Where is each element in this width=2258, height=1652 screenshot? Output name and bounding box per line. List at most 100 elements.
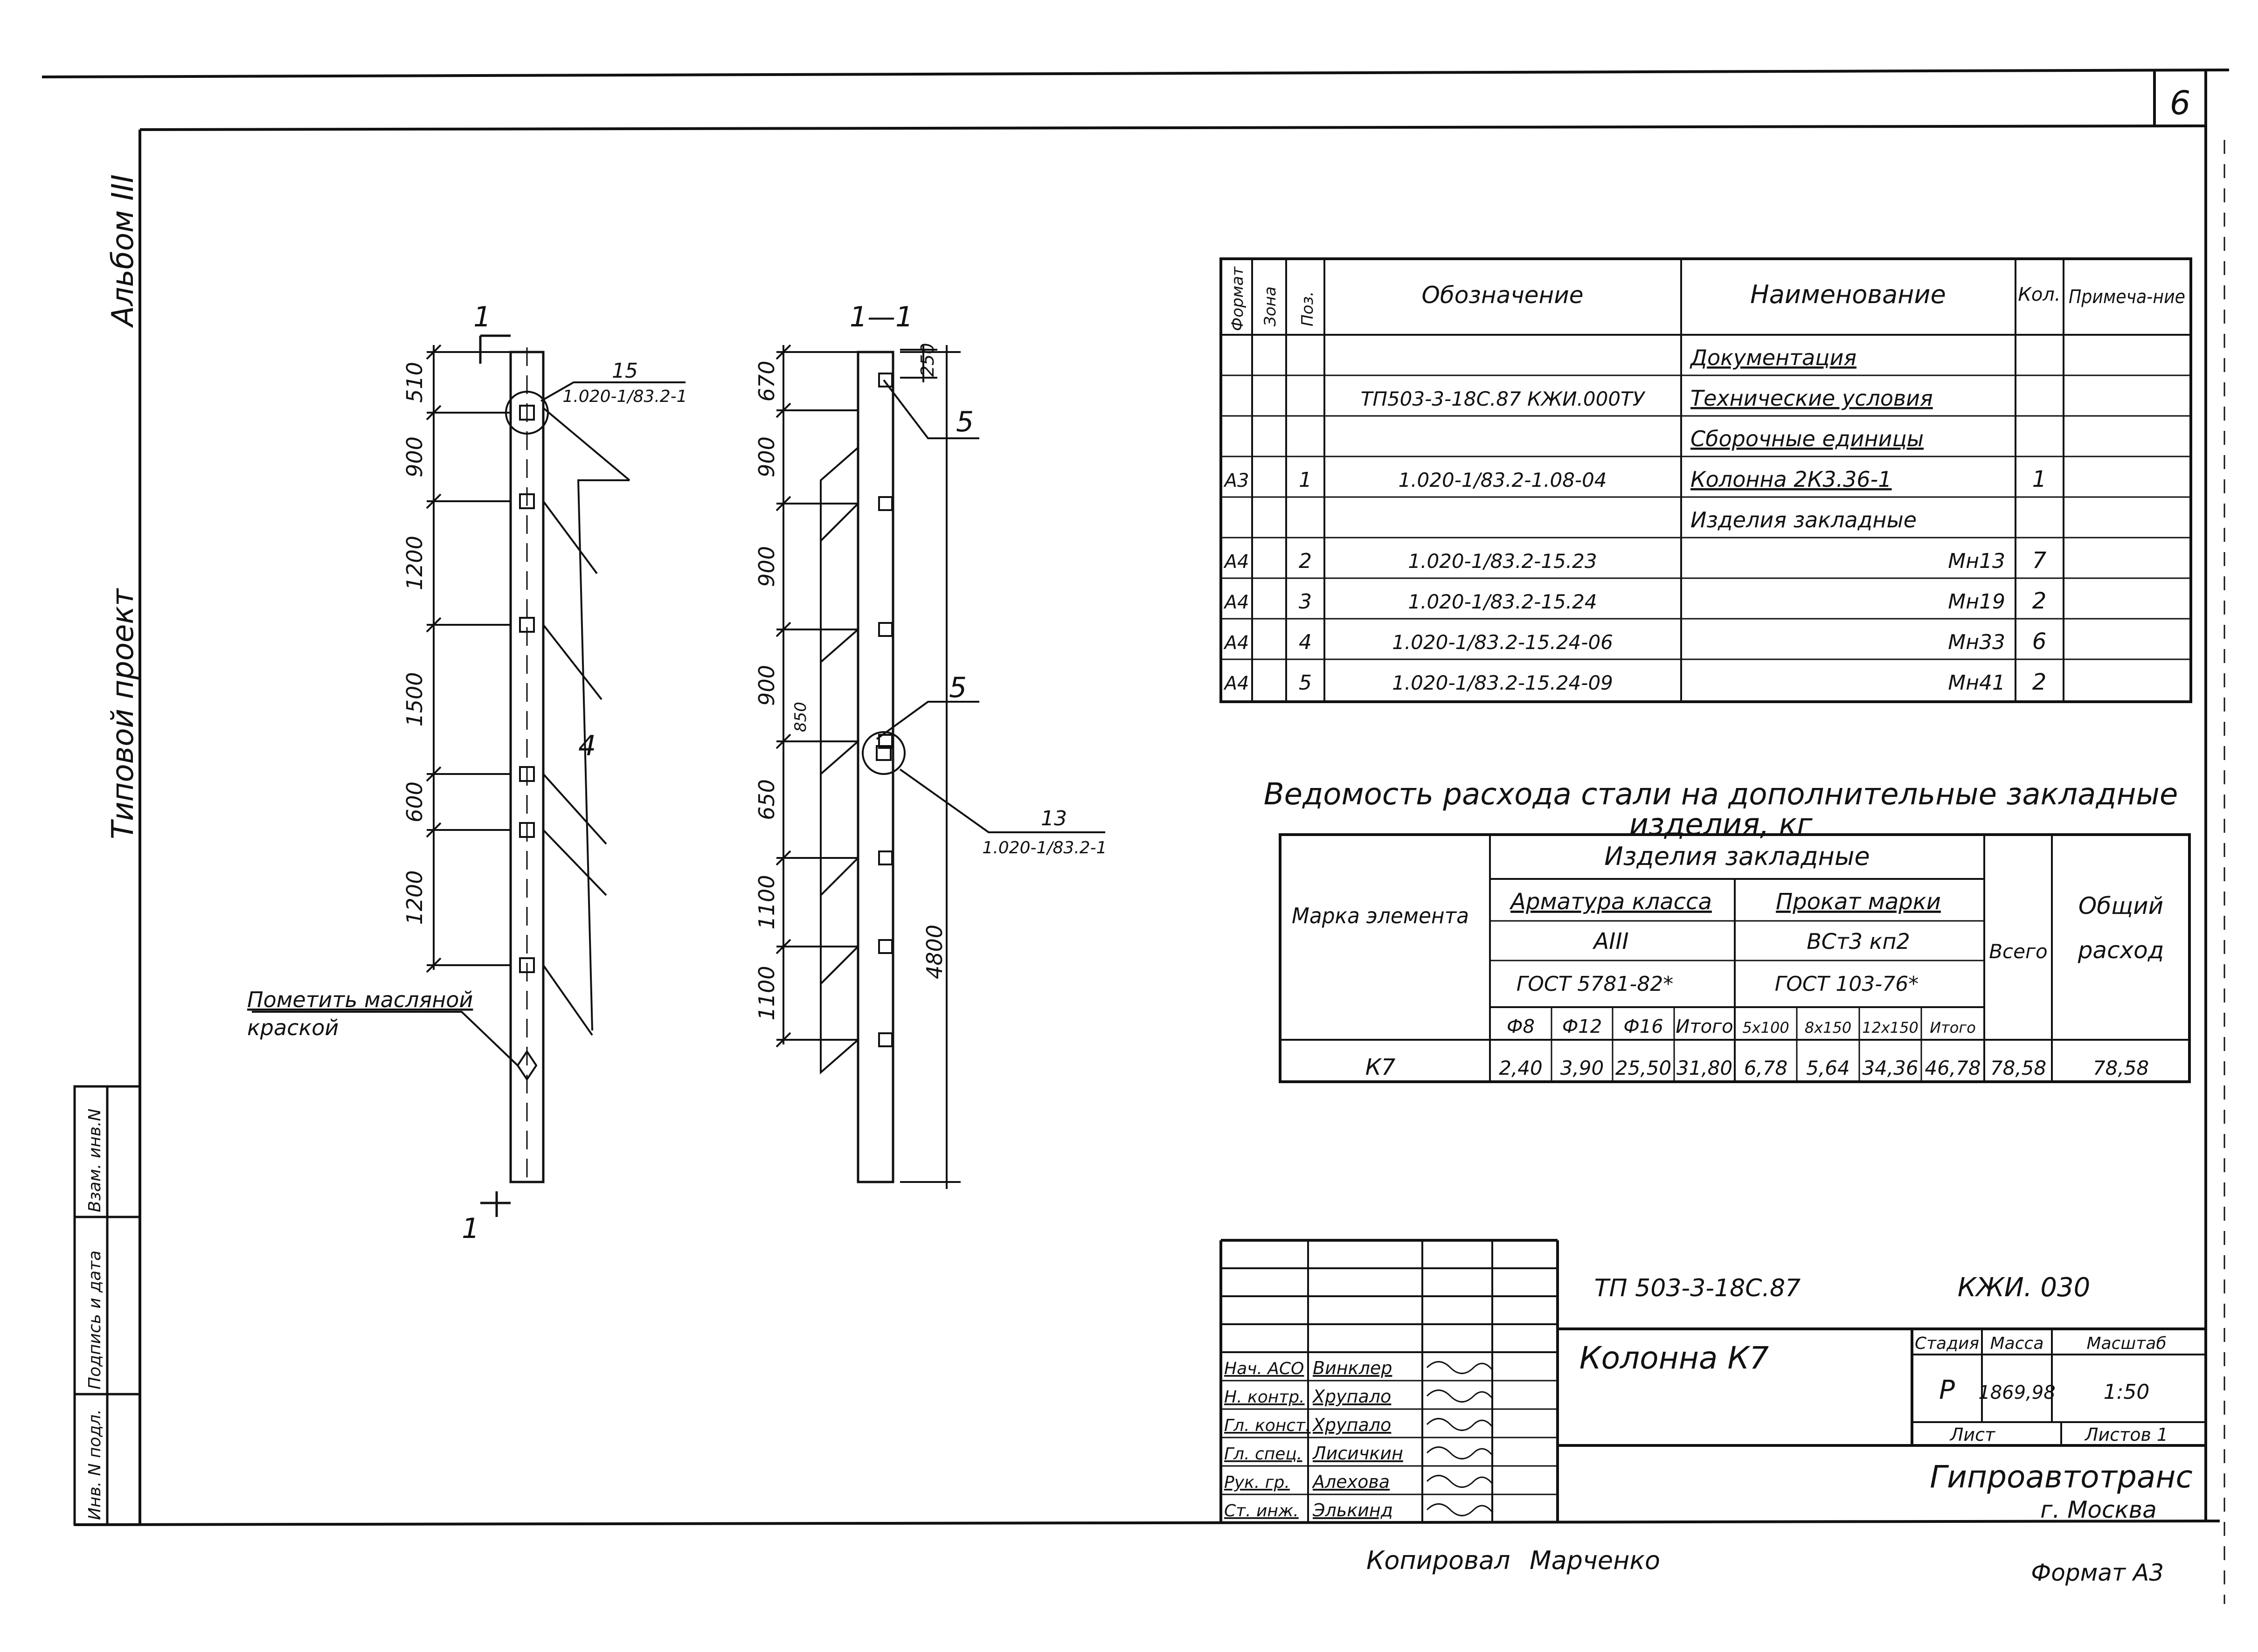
spec-header-note: Примеча-ние [2069,286,2185,308]
spec-cell-format: А4 [1223,592,1249,613]
steel-col-mark: Марка элемента [1292,903,1469,928]
section-callout-bottom: 1.020-1/83.2-1 [982,838,1107,857]
signature-scribble [1426,1475,1493,1488]
staff-name: Алехова [1311,1472,1390,1492]
section-top-dim: 250 [917,343,938,377]
spec-cell-name: Документация [1690,345,1856,370]
spec-cell-name: Мн19 [1948,590,2005,614]
front-dim-5: 600 [402,781,427,823]
stage-label: Стадия [1915,1334,1979,1353]
section-small-dim: 850 [791,702,810,732]
spec-cell-pos: 5 [1299,671,1312,695]
steel-row-total: 78,58 [1990,1057,2046,1079]
spec-cell-qty: 2 [2032,669,2047,695]
side-stamp-signature: Подпись и дата [85,1251,104,1389]
section-dim-4: 900 [754,665,779,706]
spec-cell-name: Мн33 [1948,630,2005,654]
steel-sub-header-1: Ф8 [1507,1016,1535,1037]
sheet-frame [42,69,2230,1526]
steel-col-armature-class: АIII [1592,928,1628,954]
steel-sub-header-5: 5х100 [1742,1019,1789,1037]
spec-header-qty: Кол. [2018,284,2060,305]
spec-cell-qty: 7 [2032,547,2047,574]
staff-name: Винклер [1313,1358,1392,1378]
steel-col-armature: Арматура класса [1509,889,1712,915]
steel-col-overall-2: расход [2078,937,2164,964]
scale-label: Масштаб [2086,1334,2166,1353]
steel-consumption-table: Ведомость расхода стали на дополнительны… [1264,777,2191,1083]
section-code: КЖИ. 030 [1958,1272,2090,1303]
steel-col-rolled: Прокат марки [1776,889,1941,915]
steel-row-value-5: 6,78 [1744,1057,1788,1079]
spec-row: Документация [1690,345,1856,370]
spec-cell-designation: 1.020-1/83.2-1.08-04 [1398,469,1607,491]
footer-format: Формат А3 [2031,1559,2164,1586]
spec-header-format: Формат [1228,266,1247,331]
embedded-plates-section [878,373,893,1047]
spec-header-pos: Поз. [1298,291,1317,326]
spec-cell-designation: 1.020-1/83.2-15.24-06 [1392,631,1613,654]
staff-name: Лисичкин [1312,1443,1403,1464]
staff-row: Рук. гр. Алехова [1224,1472,1493,1492]
section-pos-mid: 5 [949,671,967,704]
embedded-plate-2 [519,493,535,509]
section-dim-1: 670 [754,361,779,402]
section-dim-2: 900 [754,436,779,477]
staff-role: Рук. гр. [1224,1473,1290,1492]
front-dim-3: 1200 [402,536,427,590]
front-dim-6: 1200 [402,870,427,925]
section-plate-3 [878,622,893,637]
spec-cell-designation: 1.020-1/83.2-15.24 [1408,590,1597,613]
staff-role: Гл. спец. [1224,1445,1302,1464]
side-stamp: Инв. N подл. Подпись и дата Взам. инв.N [73,1085,141,1526]
section-dim-3: 900 [754,546,779,587]
spec-cell-format: А4 [1223,632,1249,654]
sheets-label: Листов 1 [2084,1424,2168,1445]
steel-sub-header-8: Итого [1930,1019,1976,1037]
steel-row-value-3: 25,50 [1615,1057,1671,1079]
embedded-plate-5 [519,822,535,838]
section-callout-top: 13 [1041,807,1067,830]
spec-cell-designation: 1.020-1/83.2-15.23 [1408,550,1597,573]
spec-cell-format: А4 [1223,551,1249,573]
project-type-label: Типовой проект [106,588,140,839]
steel-title-line2: изделия, кг [1629,808,1813,842]
front-callout-top: 15 [612,359,638,383]
section-title: 1—1 [850,301,913,333]
side-stamp-inv: Инв. N подл. [85,1409,104,1520]
spec-cell-pos: 4 [1299,630,1312,654]
embedded-plate-4 [519,766,535,782]
steel-row-value-1: 2,40 [1499,1057,1543,1079]
cut-mark-bottom: 1 [462,1212,479,1245]
signature-scribble [1426,1418,1493,1431]
city: г. Москва [2040,1496,2157,1523]
section-plate-4 [878,734,893,749]
embedded-plate-1 [519,405,535,421]
spec-header-zone: Зона [1261,286,1280,326]
sheet-label: Лист [1949,1424,1996,1445]
front-dim-2: 900 [402,436,427,477]
steel-sub-header-7: 12х150 [1862,1019,1919,1037]
staff-row: Гл. конст.Хрупало [1224,1415,1493,1435]
spec-cell-format: А4 [1223,673,1249,694]
footer-copier: Марченко [1530,1546,1660,1575]
section-plate-5 [878,850,893,865]
spec-cell-designation: 1.020-1/83.2-15.24-09 [1392,671,1613,694]
signature-scribble [1426,1446,1493,1459]
steel-row-overall: 78,58 [2093,1057,2149,1079]
staff-name: Хрупало [1312,1386,1391,1407]
steel-row-value-6: 5,64 [1806,1057,1850,1079]
steel-row-value-8: 46,78 [1925,1057,1981,1079]
signature-scribble [1426,1361,1493,1374]
scale-value: 1:50 [2104,1380,2150,1404]
element-name: Колонна К7 [1579,1340,1769,1376]
